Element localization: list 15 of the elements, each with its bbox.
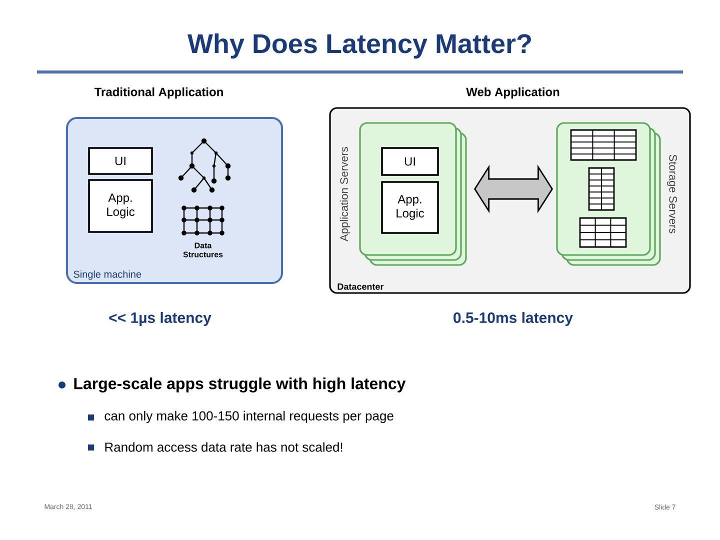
latency-text: 0.5-10ms latency [454,312,573,326]
component-box: UI [381,147,439,176]
heading: Traditional Application [94,87,223,99]
node-label: Storage Servers [667,154,677,234]
heading: Web Application [466,87,560,99]
bullet-text: Large-scale apps struggle with high latency [74,378,406,392]
node-label: Application Servers [340,147,350,242]
component-box: App. Logic [381,181,439,234]
latency-text: << 1µs latency [109,312,212,326]
caption: Data Structures [183,242,223,258]
component-box: UI [88,147,153,175]
slide-title: Why Does Latency Matter? [188,33,531,59]
bullet-text: can only make 100-150 internal requests per page [104,410,394,424]
component-box: App. Logic [88,179,153,233]
bullet-text: Random access data rate has not scaled! [105,442,342,452]
